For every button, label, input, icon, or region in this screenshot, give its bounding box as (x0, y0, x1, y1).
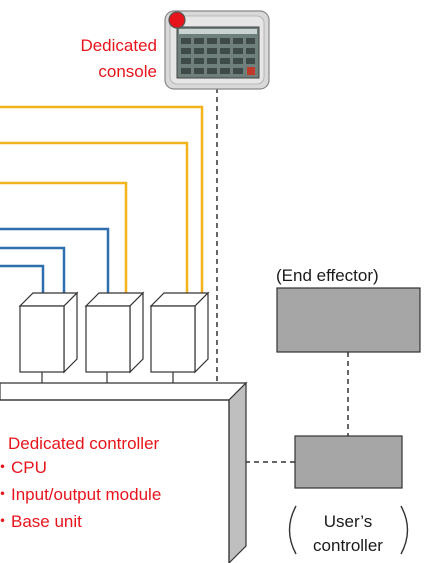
blue-wire-2 (0, 246, 66, 300)
console-label-line2: console (98, 62, 157, 81)
red-lamp-icon (168, 11, 186, 29)
yellow-wire-2 (0, 141, 189, 300)
dedicated-controller-box (0, 381, 248, 563)
controller-item-io-module: ・Input/output module (0, 485, 161, 504)
io-module-3 (149, 291, 210, 374)
end-effector-box (276, 287, 421, 353)
controller-item-cpu: ・CPU (0, 458, 47, 477)
io-module-1 (18, 291, 79, 374)
controller-side-face (228, 381, 247, 563)
parentheses (288, 505, 409, 555)
dashed-links (216, 88, 349, 463)
controller-item-base-unit: ・Base unit (0, 512, 82, 531)
yellow-wire-3 (0, 181, 128, 300)
user-controller-box (294, 435, 403, 489)
blue-wires (0, 227, 110, 300)
teach-pendant-icon (164, 10, 270, 90)
user-controller-label-line2: controller (313, 536, 383, 555)
io-module-2 (84, 291, 145, 374)
yellow-wire-1 (0, 105, 204, 300)
end-effector-label: (End effector) (276, 266, 379, 285)
user-controller-label-line1: User’s (324, 512, 373, 531)
blue-wire-1 (0, 227, 110, 300)
yellow-wires (0, 105, 204, 300)
console-label-line1: Dedicated (80, 36, 157, 55)
controller-title: Dedicated controller (8, 434, 160, 453)
controller-top-face (0, 382, 248, 401)
blue-wire-3 (0, 264, 45, 300)
